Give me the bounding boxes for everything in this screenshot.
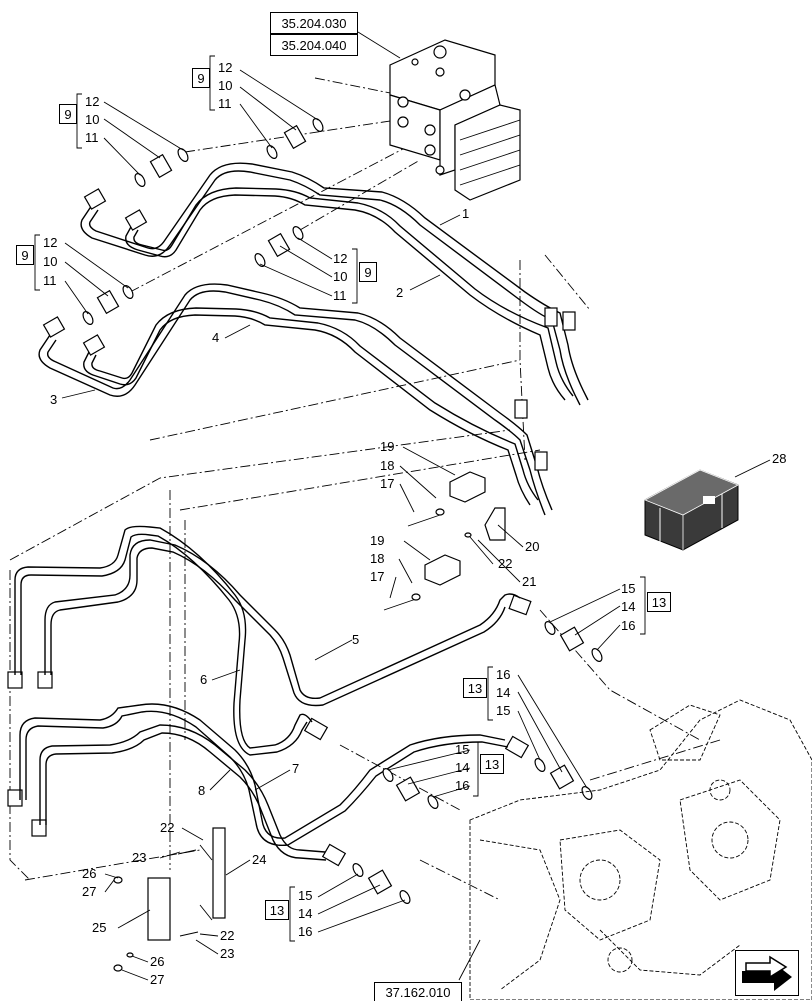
group-13b-label-14: 14 bbox=[496, 685, 510, 700]
callout-20: 20 bbox=[525, 539, 539, 554]
callout-25: 25 bbox=[92, 920, 106, 935]
group-9b-box: 9 bbox=[59, 104, 77, 124]
callout-2: 2 bbox=[396, 285, 403, 300]
callout-17a: 17 bbox=[380, 476, 394, 491]
o-ring-and-adaptor-sets bbox=[82, 118, 603, 904]
group-13c-label-16: 16 bbox=[455, 778, 469, 793]
pipe-1 bbox=[80, 162, 589, 406]
next-page-arrow-icon bbox=[742, 955, 792, 991]
tractor-front-frame-outline bbox=[469, 699, 812, 1000]
group-13a-label-16: 16 bbox=[621, 618, 635, 633]
group-13d-label-16: 16 bbox=[298, 924, 312, 939]
group-9b-label-11: 11 bbox=[85, 130, 99, 145]
group-9a-label-11: 11 bbox=[218, 96, 232, 111]
callout-19a: 19 bbox=[380, 439, 394, 454]
group-9c-label-10: 10 bbox=[333, 269, 347, 284]
group-9d-label-12: 12 bbox=[43, 235, 57, 250]
group-9a-label-10: 10 bbox=[218, 78, 232, 93]
callout-21: 21 bbox=[522, 574, 536, 589]
callout-3: 3 bbox=[50, 392, 57, 407]
callout-18a: 18 bbox=[380, 458, 394, 473]
callout-22a: 22 bbox=[498, 556, 512, 571]
group-13a-box: 13 bbox=[647, 592, 671, 612]
group-9c-box: 9 bbox=[359, 262, 377, 282]
callout-7: 7 bbox=[292, 761, 299, 776]
group-13c-label-15: 15 bbox=[455, 742, 469, 757]
callout-27a: 27 bbox=[82, 884, 96, 899]
pipe-4 bbox=[83, 307, 539, 506]
reference-box-37-162-010[interactable]: 37.162.010 bbox=[374, 982, 462, 1001]
group-9a-box: 9 bbox=[192, 68, 210, 88]
control-valve-block bbox=[389, 39, 521, 201]
pipe-3 bbox=[38, 283, 553, 516]
callout-26b: 26 bbox=[150, 954, 164, 969]
callout-19b: 19 bbox=[370, 533, 384, 548]
group-13b-box: 13 bbox=[463, 678, 487, 698]
callout-18b: 18 bbox=[370, 551, 384, 566]
pipe-8 bbox=[39, 724, 327, 861]
group-13a-label-14: 14 bbox=[621, 599, 635, 614]
kit-box-icon bbox=[644, 469, 739, 551]
group-9d-label-10: 10 bbox=[43, 254, 57, 269]
group-13b-label-16: 16 bbox=[496, 667, 510, 682]
group-9c-label-12: 12 bbox=[333, 251, 347, 266]
callout-labels: 1 2 3 4 5 6 7 8 19 18 17 19 18 17 20 22 … bbox=[43, 60, 786, 987]
group-9b-label-12: 12 bbox=[85, 94, 99, 109]
callout-22c: 22 bbox=[220, 928, 234, 943]
callout-27b: 27 bbox=[150, 972, 164, 987]
group-13d-label-15: 15 bbox=[298, 888, 312, 903]
pipe-2 bbox=[125, 187, 574, 401]
callout-23b: 23 bbox=[220, 946, 234, 961]
callout-6: 6 bbox=[200, 672, 207, 687]
callout-1: 1 bbox=[462, 206, 469, 221]
pipe-6 bbox=[14, 525, 313, 756]
callout-17b: 17 bbox=[370, 569, 384, 584]
group-13d-label-14: 14 bbox=[298, 906, 312, 921]
group-13d-box: 13 bbox=[265, 900, 289, 920]
callout-28: 28 bbox=[772, 451, 786, 466]
pipe-end-fittings bbox=[7, 188, 576, 867]
callout-8: 8 bbox=[198, 783, 205, 798]
reference-box-35-204-030[interactable]: 35.204.030 bbox=[270, 12, 358, 34]
leader-lines bbox=[61, 31, 771, 981]
group-9b-label-10: 10 bbox=[85, 112, 99, 127]
phantom-lines bbox=[9, 77, 721, 901]
callout-22b: 22 bbox=[160, 820, 174, 835]
callout-26a: 26 bbox=[82, 866, 96, 881]
next-page-button[interactable] bbox=[735, 950, 799, 996]
clamp-parts-lower bbox=[113, 827, 226, 972]
pipe-7 bbox=[19, 703, 509, 847]
group-brackets bbox=[34, 55, 646, 942]
group-9d-label-11: 11 bbox=[43, 273, 57, 288]
callout-4: 4 bbox=[212, 330, 219, 345]
group-13c-label-14: 14 bbox=[455, 760, 469, 775]
group-13a-label-15: 15 bbox=[621, 581, 635, 596]
group-9a-label-12: 12 bbox=[218, 60, 232, 75]
group-9d-box: 9 bbox=[16, 245, 34, 265]
clamp-parts-upper bbox=[383, 471, 506, 611]
callout-5: 5 bbox=[352, 632, 359, 647]
group-9c-label-11: 11 bbox=[333, 288, 347, 303]
callout-24: 24 bbox=[252, 852, 266, 867]
callout-23a: 23 bbox=[132, 850, 146, 865]
reference-box-35-204-040[interactable]: 35.204.040 bbox=[270, 34, 358, 56]
group-13b-label-15: 15 bbox=[496, 703, 510, 718]
group-13c-box: 13 bbox=[480, 754, 504, 774]
